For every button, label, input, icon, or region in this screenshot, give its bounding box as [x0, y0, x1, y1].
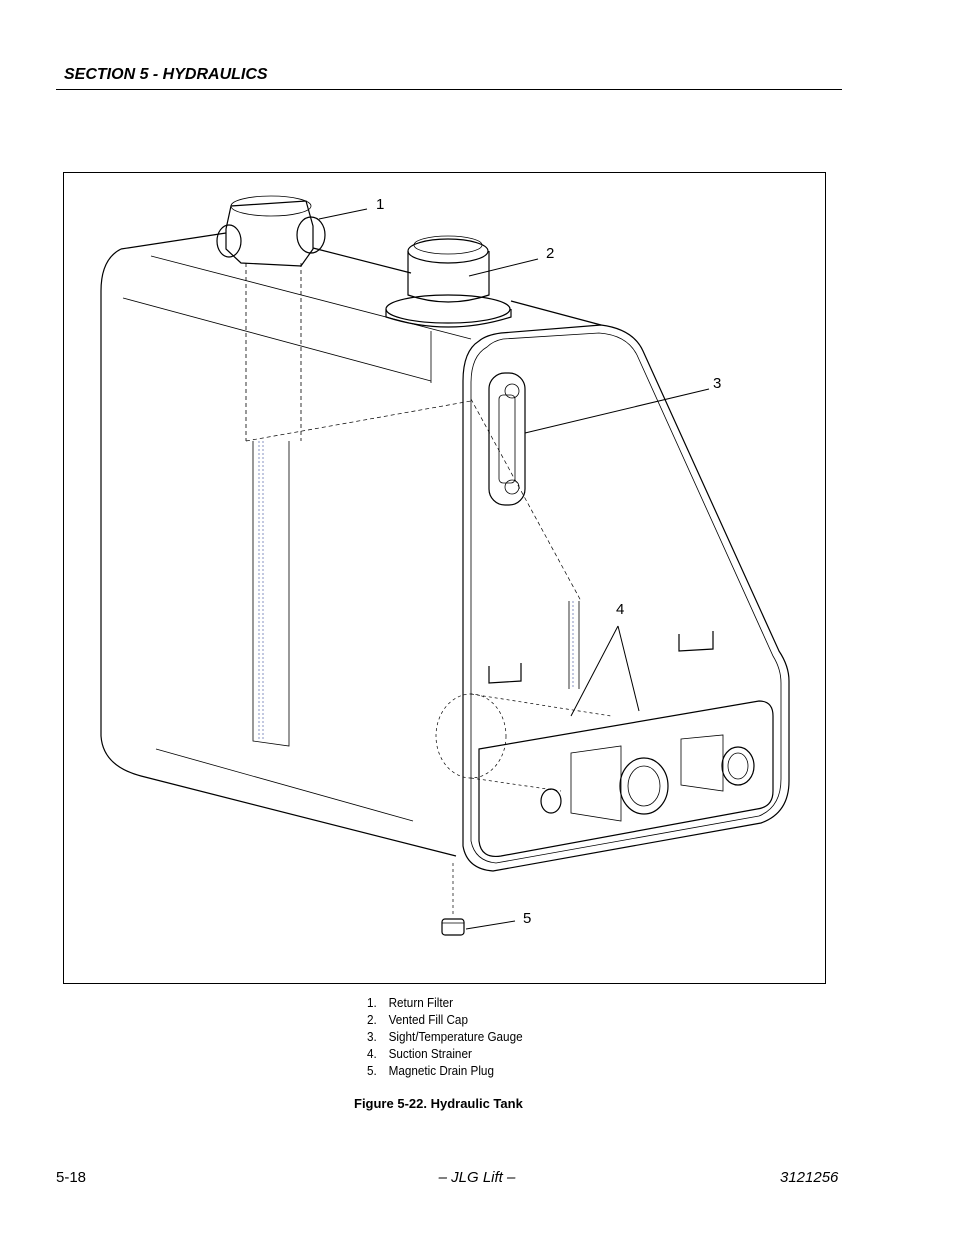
- callout-5: 5: [523, 910, 531, 927]
- figure-caption: Figure 5-22. Hydraulic Tank: [354, 1096, 523, 1111]
- legend-label: Return Filter: [388, 995, 453, 1010]
- figure-legend: 1. Return Filter 2. Vented Fill Cap 3. Sigh…: [367, 994, 523, 1079]
- legend-number: 1.: [367, 995, 377, 1010]
- footer-brand: – JLG Lift –: [438, 1169, 516, 1186]
- page-number: 5-18: [56, 1169, 87, 1186]
- legend-number: 4.: [367, 1046, 377, 1061]
- legend-label: Suction Strainer: [388, 1046, 472, 1061]
- legend-label: Vented Fill Cap: [388, 1012, 468, 1027]
- legend-label: Sight/Temperature Gauge: [388, 1029, 523, 1044]
- legend-item: 4. Suction Strainer: [367, 1045, 523, 1062]
- legend-label: Magnetic Drain Plug: [388, 1063, 494, 1078]
- legend-item: 5. Magnetic Drain Plug: [367, 1062, 523, 1079]
- figure-frame: 1 2 3 4 5: [63, 172, 826, 984]
- callout-3: 3: [713, 375, 721, 392]
- legend-item: 1. Return Filter: [367, 994, 523, 1011]
- legend-number: 5.: [367, 1063, 377, 1078]
- callout-2: 2: [546, 245, 554, 262]
- legend-item: 3. Sight/Temperature Gauge: [367, 1028, 523, 1045]
- header-rule: [56, 89, 842, 90]
- section-header: SECTION 5 - HYDRAULICS: [64, 66, 268, 83]
- callout-4: 4: [616, 601, 624, 618]
- hydraulic-tank-illustration: 1 2 3 4 5: [100, 195, 790, 936]
- document-number: 3121256: [780, 1169, 839, 1186]
- legend-number: 3.: [367, 1029, 377, 1044]
- legend-item: 2. Vented Fill Cap: [367, 1011, 523, 1028]
- legend-number: 2.: [367, 1012, 377, 1027]
- callout-1: 1: [376, 196, 384, 213]
